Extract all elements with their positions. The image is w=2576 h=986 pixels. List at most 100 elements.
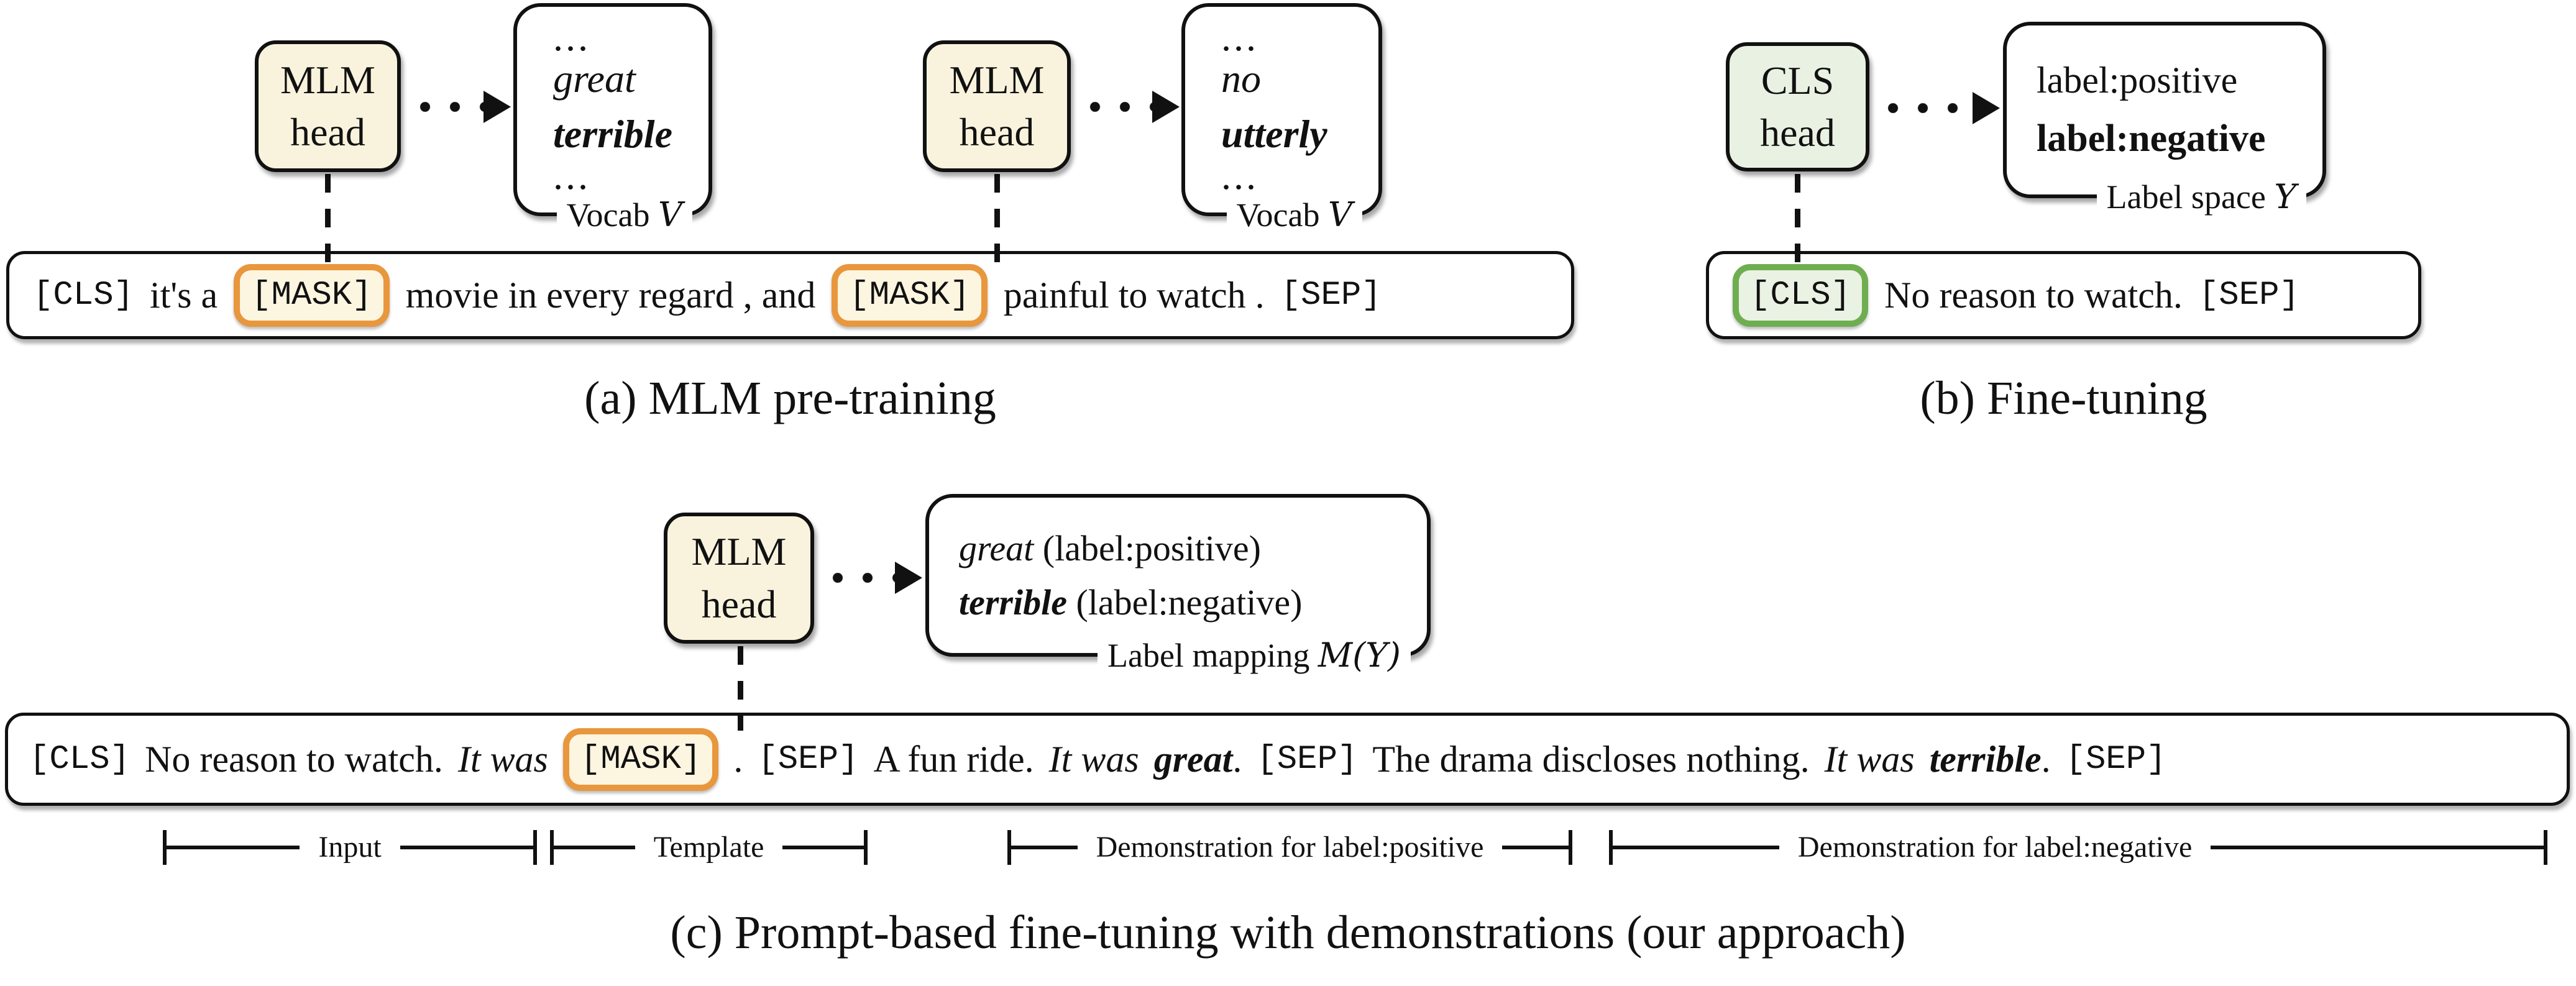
vocab2-ellipsis-bottom: ...: [1221, 153, 1258, 198]
arrowhead-icon: [484, 91, 511, 123]
text-token: .: [733, 738, 743, 780]
token-suffix: .: [1232, 738, 1242, 780]
dotted-line: [823, 573, 895, 583]
text-token: great.: [1153, 738, 1242, 780]
vocab2-word-no: no: [1221, 57, 1261, 101]
vocab2-ellipsis-top: ...: [1221, 15, 1258, 59]
cls-head-box: CLS head: [1726, 42, 1869, 171]
label-mapping-box: great (label:positive) terrible (label:n…: [925, 494, 1431, 674]
ruler-tick: [533, 830, 538, 865]
ruler-label-input: Input: [318, 831, 382, 864]
mlm-head-box-1: MLM head: [255, 40, 401, 172]
connector-mlm3-to-mask3: [738, 646, 743, 731]
arrow-cls-to-labelspace: [1878, 91, 2000, 126]
label-positive-text: label:positive: [2037, 59, 2238, 101]
special-token: [CLS]: [33, 276, 134, 314]
dotted-line: [1878, 103, 1973, 113]
mlm-head-2-line2: head: [959, 110, 1035, 154]
ruler-line: [400, 846, 534, 849]
text-token: movie in every regard , and: [405, 274, 816, 316]
vocab1-word-great: great: [553, 57, 636, 101]
ruler-label-template: Template: [653, 831, 764, 864]
mask-token: [MASK]: [562, 728, 719, 791]
special-token: [CLS]: [29, 740, 131, 778]
token-suffix: .: [2041, 738, 2051, 780]
vocab-symbol: V: [1328, 194, 1352, 234]
special-token: [SEP]: [758, 740, 859, 778]
arrowhead-icon: [1973, 92, 2000, 124]
ruler-line: [782, 846, 864, 849]
special-token: [SEP]: [1257, 740, 1358, 778]
mlm-head-1-line2: head: [290, 110, 365, 154]
mlm-head-3-line1: MLM: [691, 529, 787, 574]
ruler-line: [2211, 846, 2544, 849]
caption-panel-c: (c) Prompt-based fine-tuning with demons…: [670, 906, 1906, 959]
mlm-head-1-line1: MLM: [280, 57, 375, 102]
label-mapping-symbol: M(Y): [1318, 635, 1401, 675]
ruler-tick: [864, 830, 868, 865]
text-token: The drama discloses nothing.: [1372, 738, 1810, 780]
mask-token: [MASK]: [234, 263, 390, 327]
arrow-mlm1-to-vocab1: [410, 89, 511, 124]
ruler-tick: [163, 830, 167, 865]
label-mapping-row-positive: great (label:positive): [959, 528, 1261, 568]
word-great: great: [959, 528, 1034, 568]
special-token: [SEP]: [2198, 276, 2299, 314]
ruler-line: [1613, 846, 1779, 849]
text-token: it's a: [150, 274, 218, 316]
cls-head-line1: CLS: [1761, 58, 1835, 103]
label-space-caption: Label space Y: [2096, 176, 2306, 216]
arrowhead-icon: [1152, 91, 1180, 123]
text-token: terrible.: [1929, 738, 2051, 780]
text-token: A fun ride.: [873, 738, 1034, 780]
mlm-head-box-2: MLM head: [923, 40, 1071, 172]
ruler-template: Template: [550, 830, 868, 865]
caption-panel-a: (a) MLM pre-training: [584, 372, 996, 424]
mlm-head-3-line2: head: [701, 582, 777, 626]
vocab-box-2: ... no utterly ... Vocab V: [1181, 3, 1382, 234]
special-token: [SEP]: [1280, 276, 1382, 314]
word-terrible: terrible: [959, 582, 1067, 623]
label-space-symbol: Y: [2274, 176, 2296, 216]
text-token: No reason to watch.: [145, 738, 443, 780]
mlm-head-box-3: MLM head: [664, 513, 814, 644]
arrow-mlm3-to-labelmapping: [823, 560, 922, 595]
ruler-tick: [2544, 830, 2547, 865]
vocab1-caption: Vocab V: [556, 194, 692, 234]
vocab-symbol: V: [658, 194, 682, 234]
text-token: It was: [457, 738, 548, 780]
ruler-tick: [550, 830, 554, 865]
text-token: painful to watch .: [1003, 274, 1265, 316]
ruler-line: [167, 846, 300, 849]
vocab2-word-utterly: utterly: [1221, 111, 1327, 156]
caption-panel-b: (b) Fine-tuning: [1920, 372, 2207, 424]
sentence-b-finetuning-input: [CLS] No reason to watch. [SEP]: [1706, 251, 2421, 339]
ruler-line: [1011, 846, 1078, 849]
text-token: No reason to watch.: [1884, 274, 2183, 316]
connector-mlm2-to-mask2: [994, 174, 1000, 270]
text-token: It was: [1048, 738, 1139, 780]
arrow-mlm2-to-vocab2: [1080, 89, 1180, 124]
connector-cls-head-to-cls-token: [1795, 174, 1800, 272]
sentence-c-prompt-input: [CLS] No reason to watch. It was [MASK]. [SE…: [5, 713, 2570, 806]
cls-token-highlighted: [CLS]: [1733, 263, 1869, 327]
vocab1-word-terrible: terrible: [553, 111, 672, 156]
ruler-label-demo-negative: Demonstration for label:negative: [1797, 831, 2193, 864]
cls-head-line2: head: [1760, 111, 1835, 155]
ruler-tick: [1609, 830, 1613, 865]
ruler-tick: [1569, 830, 1573, 865]
connector-mlm1-to-mask1: [325, 174, 331, 270]
label-mapping-row-negative: terrible (label:negative): [959, 582, 1303, 623]
label-mapping-caption: Label mapping M(Y): [1098, 635, 1411, 675]
label-space-box: label:positive label:negative Label spac…: [2003, 22, 2326, 216]
vocab2-caption: Vocab V: [1226, 194, 1362, 234]
vocab1-ellipsis-top: ...: [553, 15, 590, 59]
special-token: [SEP]: [2065, 740, 2166, 778]
ruler-line: [1502, 846, 1569, 849]
ruler-input: Input: [163, 830, 538, 865]
dotted-line: [410, 102, 484, 112]
vocab-box-1: ... great terrible ... Vocab V: [513, 3, 712, 234]
mask-token: [MASK]: [832, 263, 988, 327]
ruler-tick: [1007, 830, 1011, 865]
